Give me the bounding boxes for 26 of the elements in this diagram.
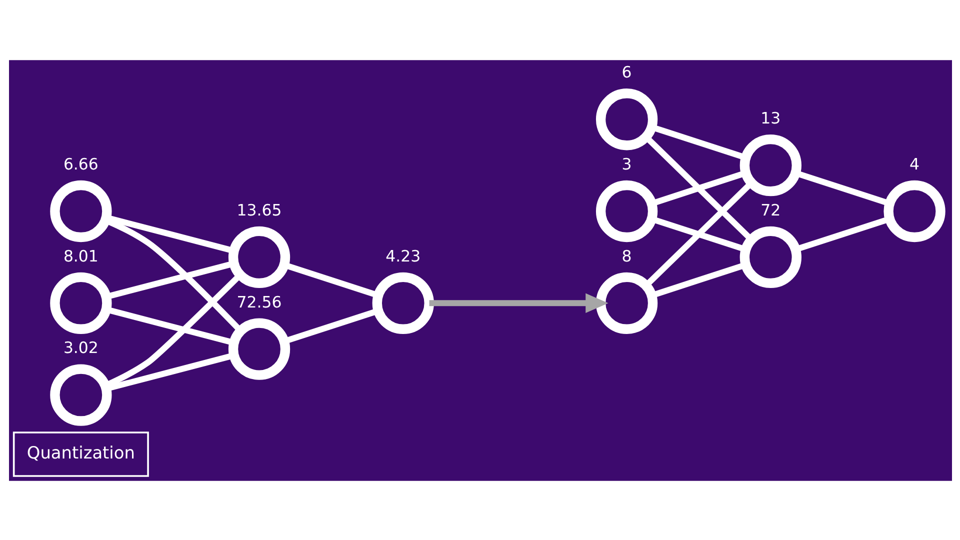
node-label: 72.56 — [236, 292, 282, 311]
node-circle — [595, 272, 658, 334]
node-circle — [372, 272, 434, 334]
node-circle — [50, 364, 112, 426]
node-label: 8 — [621, 246, 632, 265]
node-circle — [739, 134, 801, 196]
node-circle — [883, 180, 945, 242]
node-label: 3 — [621, 154, 632, 173]
node-label: 6.66 — [62, 154, 98, 173]
node-circle — [228, 318, 290, 380]
node-circle — [595, 180, 658, 242]
node-label: 4 — [909, 154, 920, 173]
node-circle — [228, 226, 290, 288]
node-label: 3.02 — [62, 338, 98, 357]
node-label: 72 — [760, 200, 780, 219]
node-label: 6 — [621, 62, 632, 82]
node-circle — [50, 272, 112, 334]
node-label: 13 — [760, 108, 780, 127]
node-label: 8.01 — [62, 246, 98, 265]
node-circle — [739, 226, 801, 288]
node-label: 13.65 — [236, 200, 282, 219]
node-label: 4.23 — [385, 246, 420, 265]
node-circle — [595, 88, 658, 150]
node-box: Quantization — [12, 431, 148, 476]
node-circle — [50, 180, 112, 242]
arrow — [428, 292, 608, 313]
